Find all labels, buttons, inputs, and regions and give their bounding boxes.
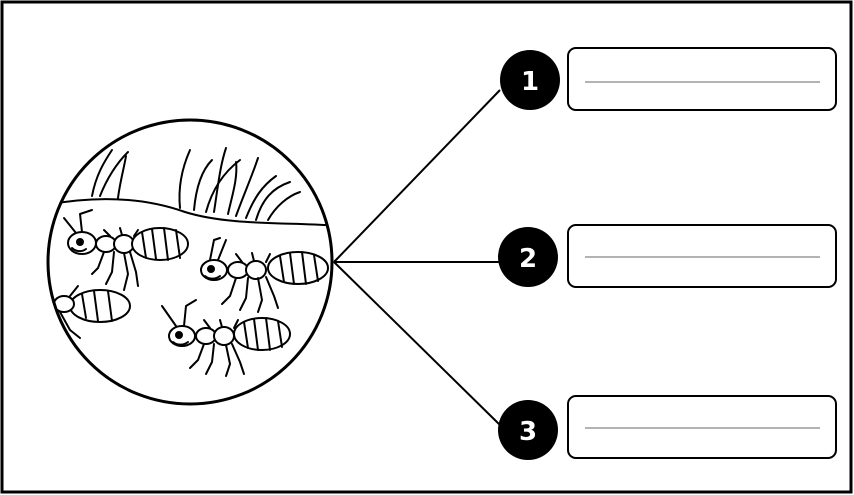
label-item-1: 1 bbox=[500, 47, 837, 111]
number-badge-2 bbox=[498, 227, 558, 287]
number-label-2: 2 bbox=[519, 244, 537, 274]
answer-box-1[interactable] bbox=[567, 47, 837, 111]
ant-4 bbox=[161, 299, 291, 377]
ground-line bbox=[48, 198, 332, 227]
label-item-2: 2 bbox=[498, 224, 837, 288]
connector-line-1 bbox=[333, 89, 501, 263]
ant-1 bbox=[63, 209, 189, 291]
answer-box-2[interactable] bbox=[567, 224, 837, 288]
label-item-3: 3 bbox=[498, 395, 837, 460]
number-badge-1 bbox=[500, 50, 560, 110]
ant-3 bbox=[48, 285, 131, 339]
number-badge-3 bbox=[498, 400, 558, 460]
answer-box-3[interactable] bbox=[567, 395, 837, 459]
number-label-1: 1 bbox=[521, 67, 539, 97]
connector-lines bbox=[333, 89, 501, 426]
grass-blades bbox=[91, 147, 301, 221]
number-label-3: 3 bbox=[519, 417, 537, 447]
connector-line-3 bbox=[333, 261, 501, 426]
illustration-circle bbox=[46, 118, 334, 406]
ant-2 bbox=[200, 237, 329, 313]
ants-in-grass-illustration-icon bbox=[46, 118, 334, 406]
